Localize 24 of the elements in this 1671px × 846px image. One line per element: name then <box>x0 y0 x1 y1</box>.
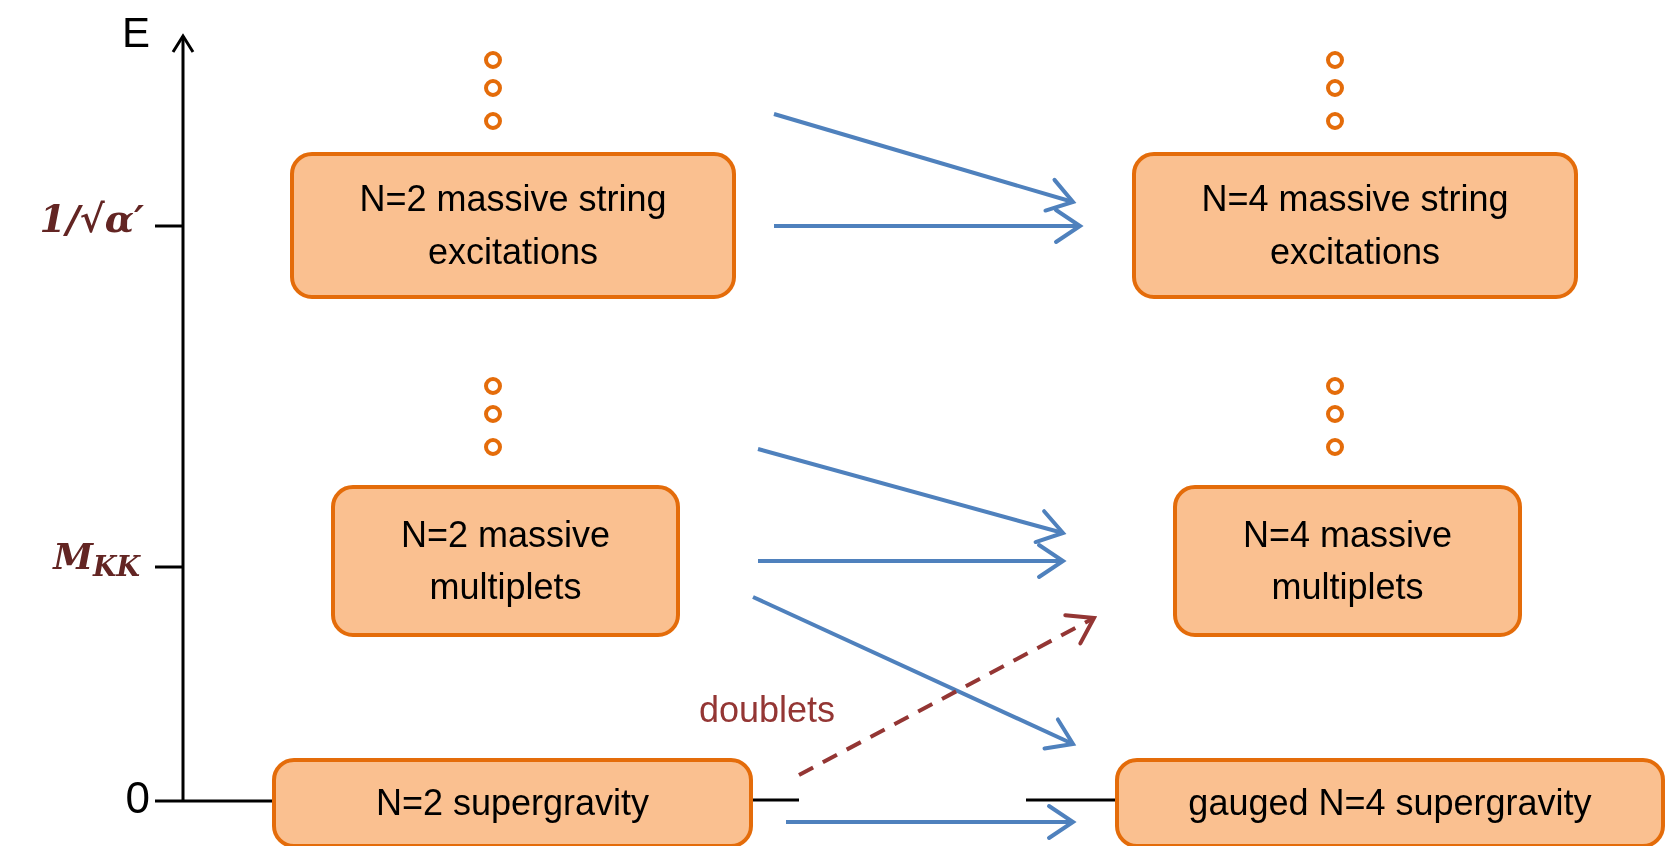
edge-label: doublets <box>699 692 836 728</box>
arrow <box>758 543 1065 579</box>
box-text: gauged N=4 supergravity <box>1188 780 1592 825</box>
box-text: N=2 massive string excitations <box>358 177 668 274</box>
axis-label: 0 <box>124 776 150 820</box>
arrow <box>798 613 1096 777</box>
box-text: N=2 supergravity <box>375 780 650 825</box>
box-text: N=4 massive multiplets <box>1241 512 1454 609</box>
level-box <box>272 758 753 846</box>
arrow <box>752 595 1075 751</box>
box-text: N=4 massive string excitations <box>1200 177 1510 274</box>
arrow <box>786 804 1075 840</box>
level-box <box>1115 758 1665 846</box>
axis-label: 1/√α′ <box>38 200 144 238</box>
axis-label: E <box>121 12 150 54</box>
arrow <box>773 112 1075 213</box>
level-box <box>290 152 736 299</box>
level-box <box>1173 485 1522 637</box>
box-text: N=2 massive multiplets <box>399 512 612 609</box>
axis-label: M$_{KK}$ <box>51 538 140 574</box>
arrow <box>757 447 1065 545</box>
arrow <box>774 208 1082 244</box>
level-box <box>1132 152 1578 299</box>
level-box <box>331 485 680 637</box>
